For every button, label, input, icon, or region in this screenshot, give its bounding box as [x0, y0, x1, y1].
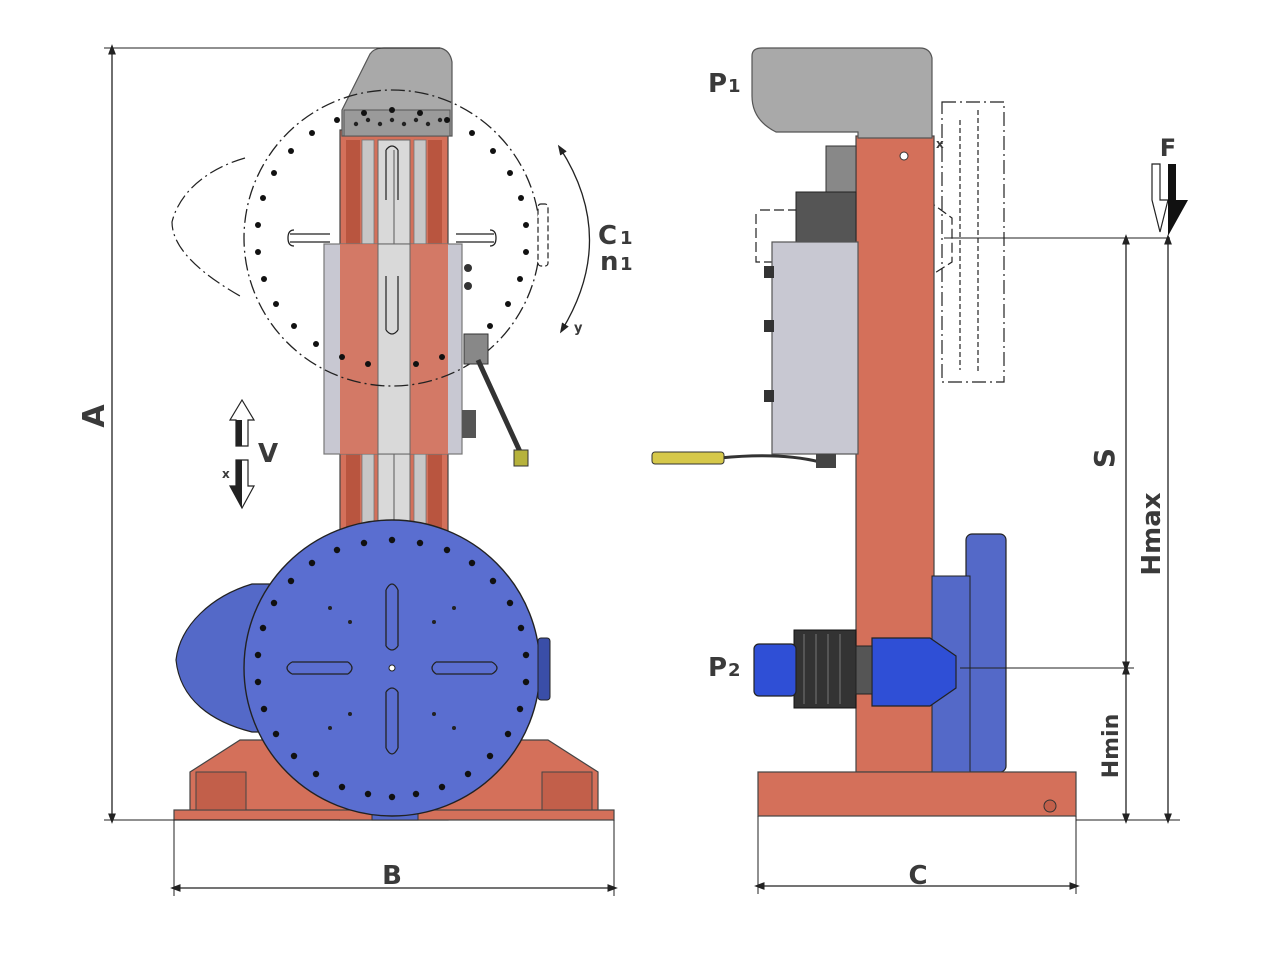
- label-C1-sub: 1: [620, 228, 633, 249]
- label-B: B: [382, 861, 402, 891]
- control-pendant: [651, 451, 725, 465]
- front-view: [104, 44, 618, 896]
- label-Hmax: Hmax: [1137, 492, 1167, 575]
- label-A: A: [77, 404, 112, 428]
- base-right: [757, 771, 1077, 817]
- label-P2-sub: 2: [728, 660, 741, 681]
- vertical-motion-arrows: [228, 398, 256, 510]
- label-C: C: [908, 861, 927, 891]
- load-arrow: [1151, 163, 1188, 236]
- rotary-table-lower: [175, 519, 551, 817]
- label-P1: P: [708, 69, 727, 99]
- label-n1-sub: 1: [620, 254, 633, 275]
- label-V: V: [258, 439, 278, 469]
- label-x-right: x: [936, 137, 944, 151]
- column-head-side: [751, 47, 933, 139]
- label-P1-sub: 1: [728, 76, 741, 97]
- side-view: [651, 47, 1188, 894]
- label-x-left: x: [222, 467, 230, 481]
- label-n1: n: [600, 247, 619, 277]
- label-Hmin: Hmin: [1099, 714, 1124, 779]
- upper-table-outline: [171, 89, 549, 387]
- label-y: y: [574, 321, 583, 336]
- label-C1: C: [598, 221, 617, 251]
- drive-motor: [753, 643, 797, 697]
- label-P2: P: [708, 653, 727, 683]
- label-F: F: [1160, 134, 1176, 162]
- label-S: S: [1088, 448, 1121, 468]
